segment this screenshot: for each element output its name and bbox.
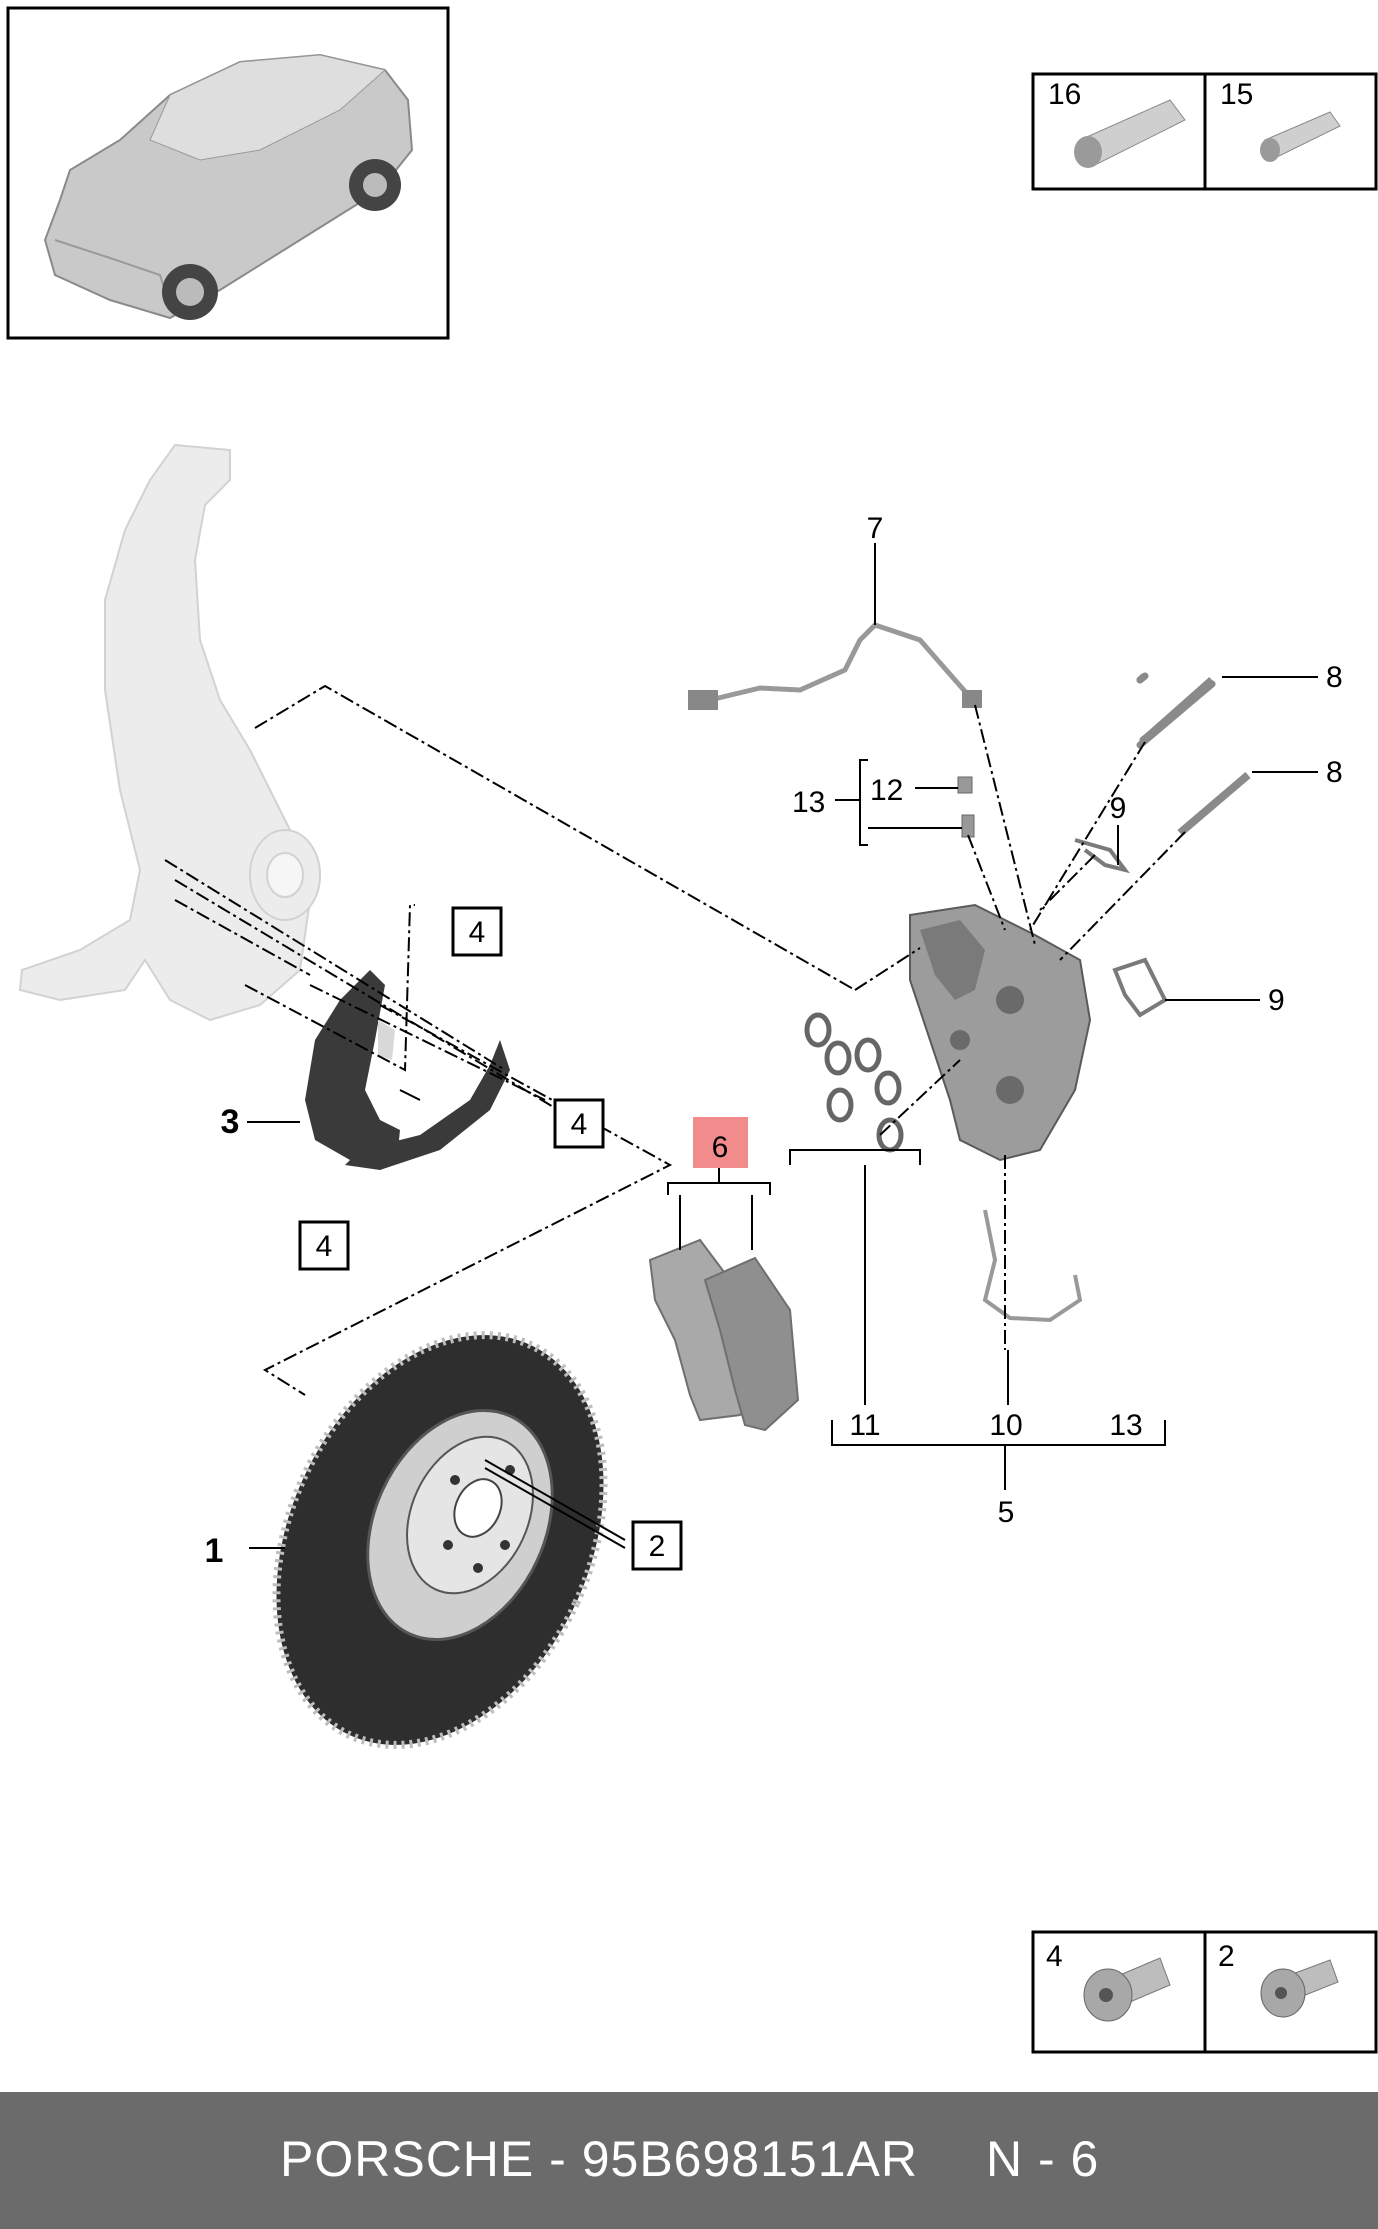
caliper-bolt-lower xyxy=(1177,771,1251,837)
brake-pads xyxy=(648,1238,800,1432)
brake-hose xyxy=(982,1209,1083,1323)
callout-4-upper: 4 xyxy=(469,916,486,949)
callout-13-right: 13 xyxy=(1109,1409,1142,1442)
callout-4-middle: 4 xyxy=(571,1108,588,1141)
leader-lines xyxy=(164,684,1186,1396)
pad-set-highlight xyxy=(693,1117,748,1168)
callout-2: 2 xyxy=(649,1530,666,1563)
spring-clips xyxy=(1074,838,1168,1018)
callout-6: 6 xyxy=(712,1131,729,1164)
torx-bolt-icon xyxy=(1260,1959,1339,2018)
boxed-callouts xyxy=(298,906,683,1571)
parts-diagram: 16 15 4 2 xyxy=(6,6,1378,2054)
solid-leaders xyxy=(247,543,1318,1549)
wear-sensor xyxy=(688,622,982,710)
callout-3: 3 xyxy=(221,1103,240,1141)
callout-5: 5 xyxy=(998,1496,1015,1529)
grease-tube-large-icon xyxy=(1074,99,1186,168)
brake-disc xyxy=(272,1331,608,1749)
footer-part-title: PORSCHE - 95B698151AR xyxy=(280,2131,918,2187)
vehicle-thumbnail xyxy=(6,6,450,340)
legend-bottom-right-label: 2 xyxy=(1218,1940,1235,1973)
callout-8-lower: 8 xyxy=(1326,756,1343,789)
grease-tube-small-icon xyxy=(1260,111,1341,162)
legend-top-left-label: 16 xyxy=(1048,78,1081,111)
callout-9-upper: 9 xyxy=(1110,792,1127,825)
callout-13-left: 13 xyxy=(792,786,825,819)
legend-bottom: 4 2 xyxy=(1031,1930,1378,2054)
footer-bar: PORSCHE - 95B698151AR N - 6 xyxy=(0,2092,1378,2229)
brake-caliper xyxy=(909,903,1092,1162)
callout-8-upper: 8 xyxy=(1326,661,1343,694)
legend-bottom-left-label: 4 xyxy=(1046,1940,1063,1973)
legend-top-right-label: 15 xyxy=(1220,78,1253,111)
callout-1: 1 xyxy=(205,1532,224,1570)
footer-page-number: N - 6 xyxy=(986,2131,1100,2187)
piston-seals xyxy=(804,1012,904,1153)
legend-top: 16 15 xyxy=(1031,72,1378,191)
callout-4-lower: 4 xyxy=(316,1230,333,1263)
steering-knuckle xyxy=(18,443,321,1022)
bleed-screw xyxy=(957,776,975,838)
callout-12: 12 xyxy=(870,774,903,807)
callout-11: 11 xyxy=(849,1409,880,1442)
brake-dust-shield xyxy=(305,970,510,1170)
flange-bolt-icon xyxy=(1083,1957,1171,2022)
callout-10: 10 xyxy=(989,1409,1022,1442)
caliper-bolt-upper xyxy=(1139,677,1215,745)
callout-9-lower: 9 xyxy=(1268,984,1285,1017)
callout-7: 7 xyxy=(867,512,884,545)
